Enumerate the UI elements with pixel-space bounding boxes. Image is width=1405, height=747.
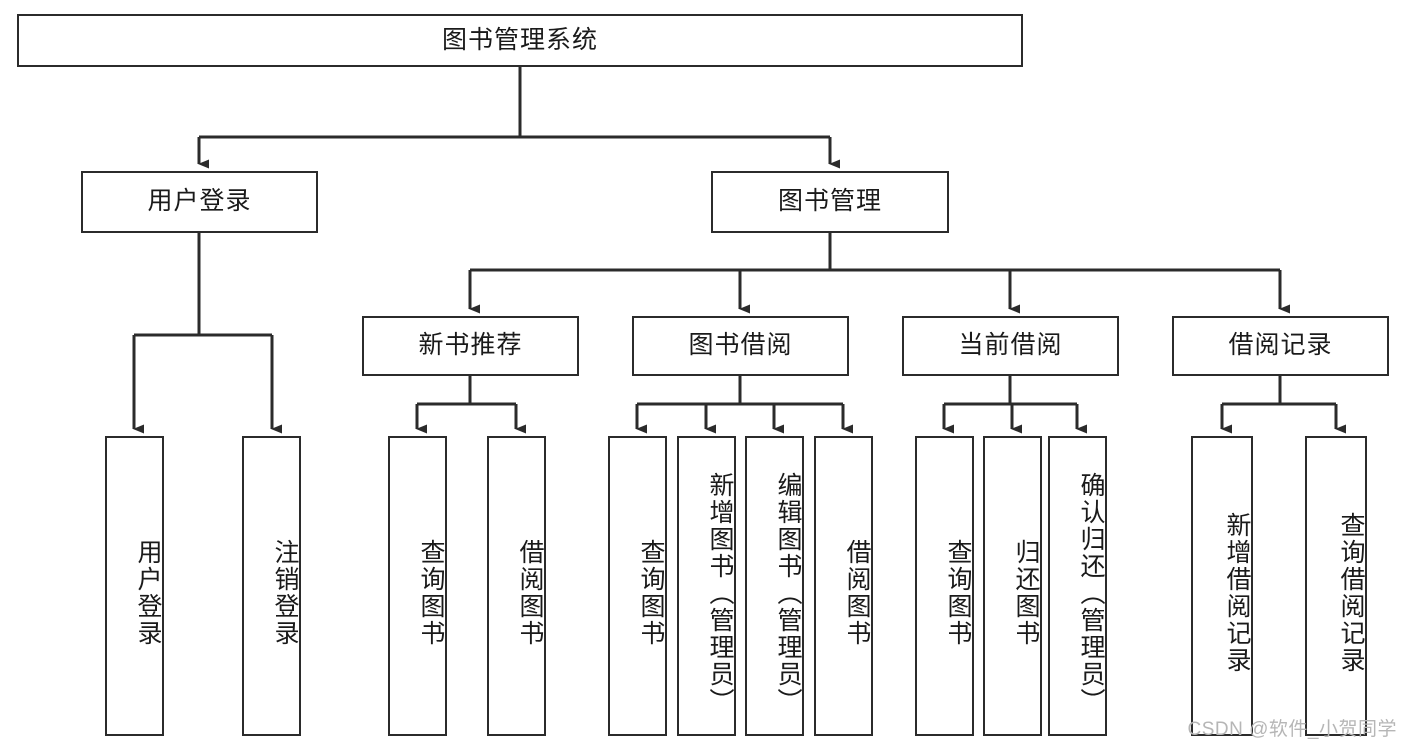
node-root[interactable]: 图书管理系统 <box>17 14 1023 67</box>
node-leaf-query-book-1[interactable]: 查询图书 <box>388 436 447 736</box>
node-label: 借阅图书 <box>516 539 544 647</box>
node-new-book-rec[interactable]: 新书推荐 <box>362 316 579 376</box>
node-current-borrow[interactable]: 当前借阅 <box>902 316 1119 376</box>
node-leaf-borrow-book-2[interactable]: 借阅图书 <box>814 436 873 736</box>
node-label: 当前借阅 <box>958 331 1063 360</box>
node-label: 确认归还（管理员） <box>1077 471 1105 715</box>
node-leaf-borrow-book-1[interactable]: 借阅图书 <box>487 436 546 736</box>
node-leaf-user-login[interactable]: 用户登录 <box>105 436 164 736</box>
node-label: 查询图书 <box>637 539 665 647</box>
node-leaf-confirm-return[interactable]: 确认归还（管理员） <box>1048 436 1107 736</box>
node-label: 查询图书 <box>417 539 445 647</box>
node-leaf-add-book[interactable]: 新增图书（管理员） <box>677 436 736 736</box>
node-label: 新书推荐 <box>418 331 523 360</box>
node-leaf-query-book-3[interactable]: 查询图书 <box>915 436 974 736</box>
node-leaf-return-book[interactable]: 归还图书 <box>983 436 1042 736</box>
node-label: 用户登录 <box>147 187 252 216</box>
node-label: 用户登录 <box>134 539 162 647</box>
node-label: 查询借阅记录 <box>1337 512 1365 674</box>
node-book-manage[interactable]: 图书管理 <box>711 171 949 233</box>
node-leaf-logout[interactable]: 注销登录 <box>242 436 301 736</box>
node-label: 归还图书 <box>1012 539 1040 647</box>
node-leaf-query-record[interactable]: 查询借阅记录 <box>1305 436 1367 736</box>
node-label: 借阅图书 <box>843 539 871 647</box>
node-label: 注销登录 <box>271 539 299 647</box>
node-label: 编辑图书（管理员） <box>774 471 802 715</box>
node-label: 图书管理系统 <box>441 25 598 54</box>
node-book-borrow[interactable]: 图书借阅 <box>632 316 849 376</box>
node-leaf-add-record[interactable]: 新增借阅记录 <box>1191 436 1253 736</box>
node-label: 新增图书（管理员） <box>706 471 734 715</box>
node-borrow-record[interactable]: 借阅记录 <box>1172 316 1389 376</box>
node-user-login[interactable]: 用户登录 <box>81 171 318 233</box>
node-label: 图书管理 <box>777 187 882 216</box>
node-label: 新增借阅记录 <box>1223 512 1251 674</box>
node-label: 查询图书 <box>944 539 972 647</box>
node-leaf-query-book-2[interactable]: 查询图书 <box>608 436 667 736</box>
node-label: 借阅记录 <box>1228 331 1333 360</box>
watermark-text: CSDN @软件_小贺同学 <box>1187 719 1397 740</box>
node-leaf-edit-book[interactable]: 编辑图书（管理员） <box>745 436 804 736</box>
node-label: 图书借阅 <box>688 331 793 360</box>
